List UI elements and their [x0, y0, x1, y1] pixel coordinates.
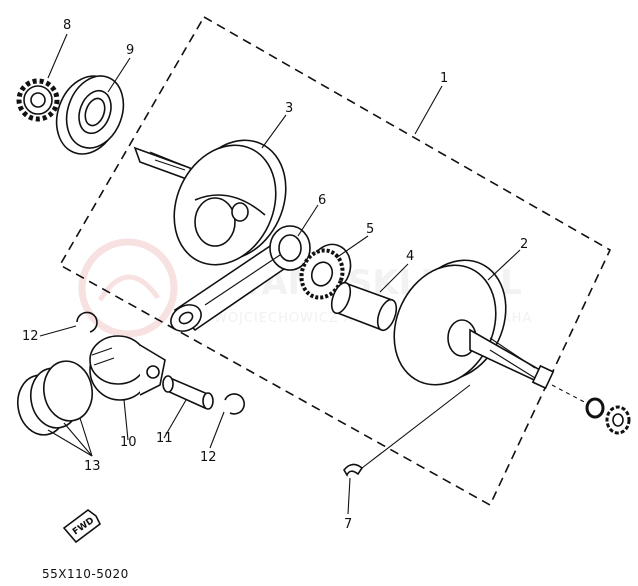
main-bearing — [55, 75, 125, 155]
connecting-rod — [170, 225, 311, 332]
woodruff-key — [343, 384, 471, 477]
label-13: 13 — [84, 459, 101, 474]
label-12-top: 12 — [22, 329, 39, 344]
label-6: 6 — [318, 193, 326, 208]
crank-half-left — [133, 139, 287, 266]
circlip-top — [76, 311, 98, 333]
piston — [89, 335, 166, 401]
crank-half-right — [393, 259, 555, 390]
label-3: 3 — [285, 101, 293, 116]
label-9: 9 — [126, 43, 134, 58]
forward-arrow: FWD — [62, 509, 102, 544]
circlip-bottom — [224, 393, 245, 415]
label-1: 1 — [440, 71, 448, 86]
piston-rings — [16, 360, 94, 436]
piston-pin — [162, 375, 214, 410]
label-7: 7 — [344, 517, 352, 532]
leader-lines — [39, 33, 521, 515]
label-12-bottom: 12 — [200, 450, 217, 465]
label-5: 5 — [366, 222, 374, 237]
label-11: 11 — [156, 431, 173, 446]
watermark-logo — [78, 238, 178, 338]
label-10: 10 — [120, 435, 137, 450]
label-8: 8 — [63, 18, 71, 33]
assembly-boundary — [58, 15, 612, 507]
needle-bearing — [299, 243, 352, 300]
label-2: 2 — [520, 237, 528, 252]
crank-pin — [330, 281, 398, 332]
sprocket-gear — [16, 78, 60, 122]
crank-nut-washer — [585, 397, 631, 435]
diagram-code: 55X110-5020 — [42, 567, 129, 581]
label-4: 4 — [406, 249, 414, 264]
